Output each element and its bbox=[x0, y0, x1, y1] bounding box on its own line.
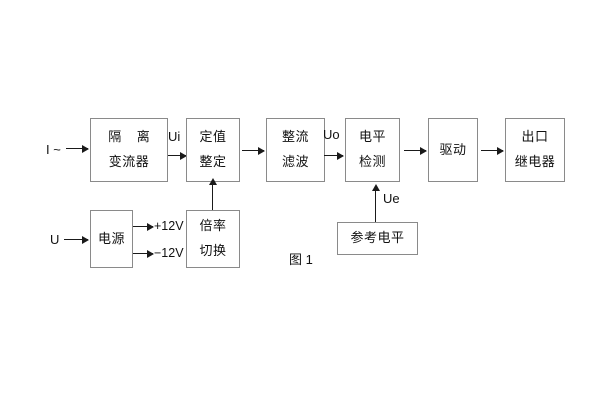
block-output-relay: 出口 继电器 bbox=[505, 118, 565, 182]
figure-caption: 图 1 bbox=[289, 252, 313, 267]
input-current-label: I ~ bbox=[46, 142, 61, 157]
signal-uo-label: Uo bbox=[323, 127, 340, 142]
block-reference-level-line-1: 参考电平 bbox=[350, 230, 405, 246]
arrow-reference-to-level-detect bbox=[371, 184, 380, 222]
block-driver-line-1: 驱动 bbox=[439, 141, 467, 157]
block-power-supply-line-1: 电源 bbox=[97, 230, 125, 246]
block-level-detect-line-2: 检测 bbox=[358, 154, 386, 169]
rail-positive-label: +12V bbox=[154, 219, 184, 233]
block-setting: 定值 整定 bbox=[186, 118, 240, 182]
block-output-relay-line-1: 出口 bbox=[521, 129, 549, 145]
block-setting-line-2: 整定 bbox=[199, 154, 227, 169]
arrow-rail-negative bbox=[133, 249, 154, 258]
arrow-driver-to-output-relay bbox=[481, 146, 504, 155]
block-isolation-ct-line-1: 隔 离 bbox=[108, 129, 156, 145]
block-driver: 驱动 bbox=[428, 118, 478, 182]
block-isolation-ct-line-2: 变流器 bbox=[108, 154, 150, 169]
block-setting-line-1: 定值 bbox=[199, 129, 227, 145]
block-power-supply: 电源 bbox=[90, 210, 133, 268]
arrow-isolation-to-setting bbox=[168, 151, 187, 160]
arrow-rectifier-to-level-detect bbox=[324, 151, 344, 160]
block-rectifier-filter: 整流 滤波 bbox=[266, 118, 325, 182]
block-multiplier-switch: 倍率 切换 bbox=[186, 210, 240, 268]
rail-negative-label: −12V bbox=[154, 246, 184, 260]
signal-ui-label: Ui bbox=[168, 129, 181, 144]
block-rectifier-filter-line-2: 滤波 bbox=[281, 154, 309, 169]
arrow-input-to-power-supply bbox=[64, 235, 89, 244]
arrow-multiplier-to-setting bbox=[208, 178, 217, 210]
arrow-input-to-isolation bbox=[66, 144, 89, 153]
block-level-detect-line-1: 电平 bbox=[358, 129, 386, 145]
block-level-detect: 电平 检测 bbox=[345, 118, 400, 182]
arrow-rail-positive bbox=[133, 222, 154, 231]
block-multiplier-switch-line-1: 倍率 bbox=[199, 218, 227, 234]
input-voltage-label: U bbox=[50, 232, 60, 247]
block-reference-level: 参考电平 bbox=[337, 222, 418, 255]
signal-ue-label: Ue bbox=[383, 191, 400, 206]
block-rectifier-filter-line-1: 整流 bbox=[281, 129, 309, 145]
arrow-level-detect-to-driver bbox=[404, 146, 427, 155]
arrow-setting-to-rectifier bbox=[242, 146, 265, 155]
block-multiplier-switch-line-2: 切换 bbox=[199, 243, 227, 258]
block-isolation-ct: 隔 离 变流器 bbox=[90, 118, 168, 182]
block-output-relay-line-2: 继电器 bbox=[514, 154, 556, 169]
